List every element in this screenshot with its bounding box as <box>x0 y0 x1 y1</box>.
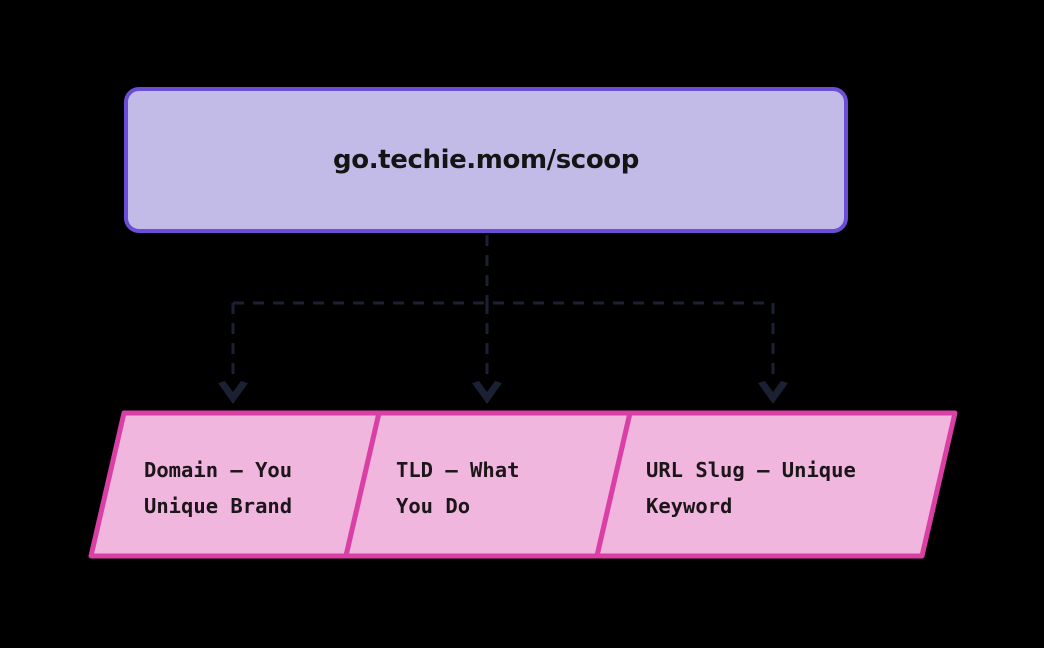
segment-label-domain: Domain – You Unique Brand <box>144 458 293 518</box>
segment-label-tld: TLD – What You Do <box>396 458 520 518</box>
segment-label-url-slug: URL Slug – Unique Keyword <box>646 458 856 518</box>
url-node-label: go.techie.mom/scoop <box>333 145 639 175</box>
url-node[interactable]: go.techie.mom/scoop <box>124 87 848 233</box>
segment-shape-url-slug[interactable] <box>594 410 958 559</box>
